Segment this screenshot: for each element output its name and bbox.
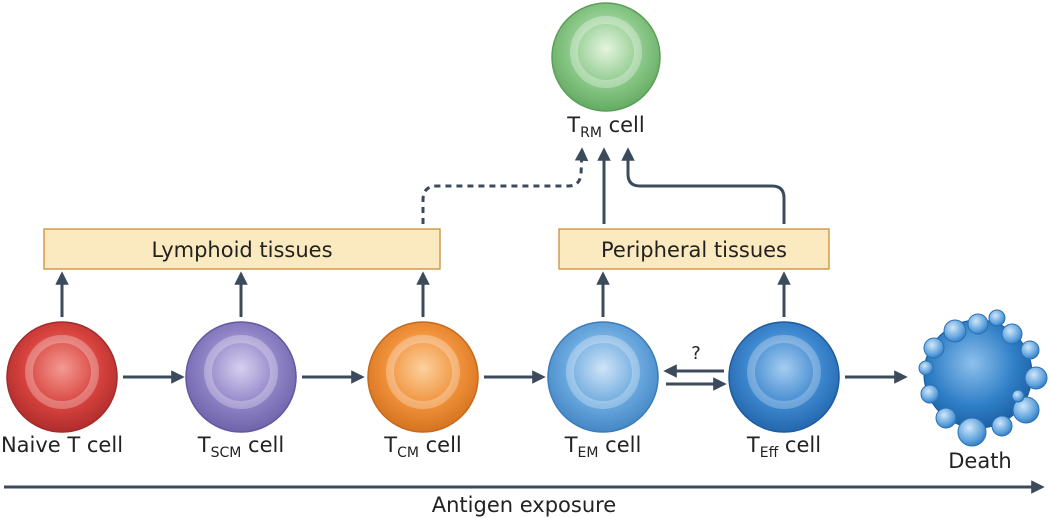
antigen-exposure-label: Antigen exposure: [432, 493, 616, 517]
arrow-teff-peripheral-to-trm: [621, 147, 786, 224]
trm-cell: [551, 2, 661, 112]
dying-cell: [918, 309, 1048, 447]
tscm-cell-label: TSCM cell: [197, 433, 284, 461]
tscm-label-rest: cell: [241, 433, 284, 457]
peripheral-tissues-label: Peripheral tissues: [601, 238, 787, 262]
naive-t-cell: [6, 321, 118, 433]
peripheral-tissues-box: [558, 228, 830, 270]
tcm-cell: [367, 321, 479, 433]
tscm-label-main: T: [197, 433, 211, 457]
tem-label-main: T: [564, 433, 578, 457]
dashed-arrow-lymphoid-to-trm: [421, 147, 589, 224]
naive-t-cell-label: Naive T cell: [1, 433, 123, 457]
teff-cell: [728, 321, 840, 433]
tem-label-sub: EM: [578, 445, 599, 461]
tcm-label-main: T: [383, 433, 397, 457]
tem-cell: [547, 321, 659, 433]
tem-label-rest: cell: [598, 433, 641, 457]
tcm-label-rest: cell: [419, 433, 462, 457]
lymphoid-tissues-label: Lymphoid tissues: [151, 238, 332, 262]
trm-label-main: T: [566, 113, 580, 137]
tscm-cell: [185, 321, 297, 433]
trm-label-rest: cell: [602, 113, 645, 137]
tcm-label-sub: CM: [397, 445, 419, 461]
death-label: Death: [948, 449, 1012, 473]
question-mark: ?: [691, 343, 701, 364]
teff-label-main: T: [746, 433, 760, 457]
teff-label-rest: cell: [778, 433, 821, 457]
trm-cell-label: TRM cell: [566, 113, 644, 141]
tscm-label-sub: SCM: [211, 445, 242, 461]
teff-label-sub: Eff: [760, 445, 779, 461]
trm-label-sub: RM: [580, 125, 602, 141]
teff-cell-label: TEff cell: [746, 433, 821, 461]
tem-cell-label: TEM cell: [564, 433, 642, 461]
lymphoid-tissues-box: [43, 228, 441, 270]
tcm-cell-label: TCM cell: [383, 433, 462, 461]
